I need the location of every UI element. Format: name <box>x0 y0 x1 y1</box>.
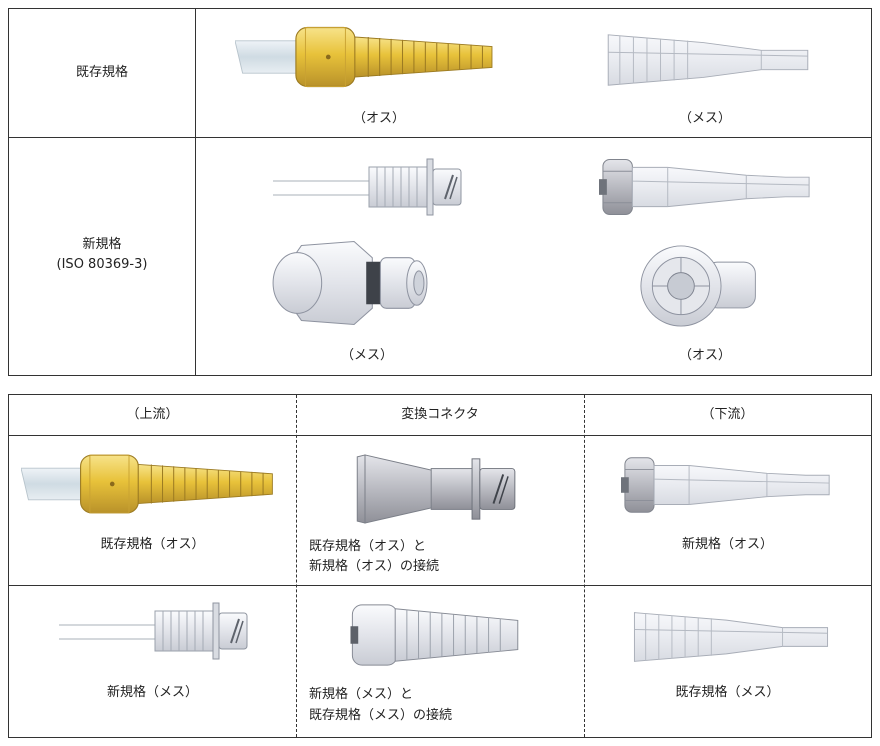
new-female-connector-3d-image <box>267 237 429 329</box>
new-female-caption: （メス） <box>340 348 393 363</box>
downstream-caption-row1: 新規格（オス） <box>681 537 773 552</box>
adapter-caption-row2-line2: 既存規格（メス）の接続 <box>309 708 453 723</box>
column-divider-dashed <box>584 395 585 737</box>
table-divider <box>9 137 871 138</box>
table-divider <box>195 9 196 375</box>
new-male-connector-3d-image <box>639 243 763 329</box>
new-male-caption: （オス） <box>678 348 731 363</box>
adapter-existing-male-to-new-male-image <box>353 453 523 525</box>
downstream-existing-female-image <box>631 607 831 667</box>
upstream-caption-row2: 新規格（メス） <box>106 685 198 700</box>
new-male-connector-image <box>599 155 815 219</box>
header-upstream: （上流） <box>126 407 179 422</box>
existing-male-caption: （オス） <box>352 111 405 126</box>
header-downstream: （下流） <box>701 407 754 422</box>
header-adapter: 変換コネクタ <box>401 407 479 422</box>
existing-female-connector-image <box>605 29 811 91</box>
new-female-connector-image <box>273 155 463 219</box>
table-divider <box>9 585 871 586</box>
adapter-caption-row1-line2: 新規格（オス）の接続 <box>309 559 440 574</box>
adapter-caption-row1-line1: 既存規格（オス）と <box>309 539 427 554</box>
table-divider <box>9 435 871 436</box>
adapter-new-female-to-existing-female-image <box>349 599 527 671</box>
row-header-new: 新規格 <box>82 237 122 252</box>
existing-male-connector-image <box>235 23 511 91</box>
upstream-existing-male-image <box>21 451 291 517</box>
row-header-new-standard: (ISO 80369-3) <box>56 257 148 272</box>
adapter-caption-row2-line1: 新規格（メス）と <box>309 687 414 702</box>
row-header-existing: 既存規格 <box>75 65 128 80</box>
adapter-table: （上流） 変換コネクタ （下流） 既存規格（オス） 既存規格（オス）と 新規格（… <box>8 394 872 738</box>
comparison-table: 既存規格 （オス） （メス） 新規格 (ISO 80369-3) （メス） （オ… <box>8 8 872 376</box>
upstream-caption-row1: 既存規格（オス） <box>100 537 205 552</box>
existing-female-caption: （メス） <box>678 111 731 126</box>
column-divider-dashed <box>296 395 297 737</box>
upstream-new-female-image <box>59 599 249 663</box>
downstream-caption-row2: 既存規格（メス） <box>675 685 780 700</box>
downstream-new-male-image <box>621 453 835 517</box>
